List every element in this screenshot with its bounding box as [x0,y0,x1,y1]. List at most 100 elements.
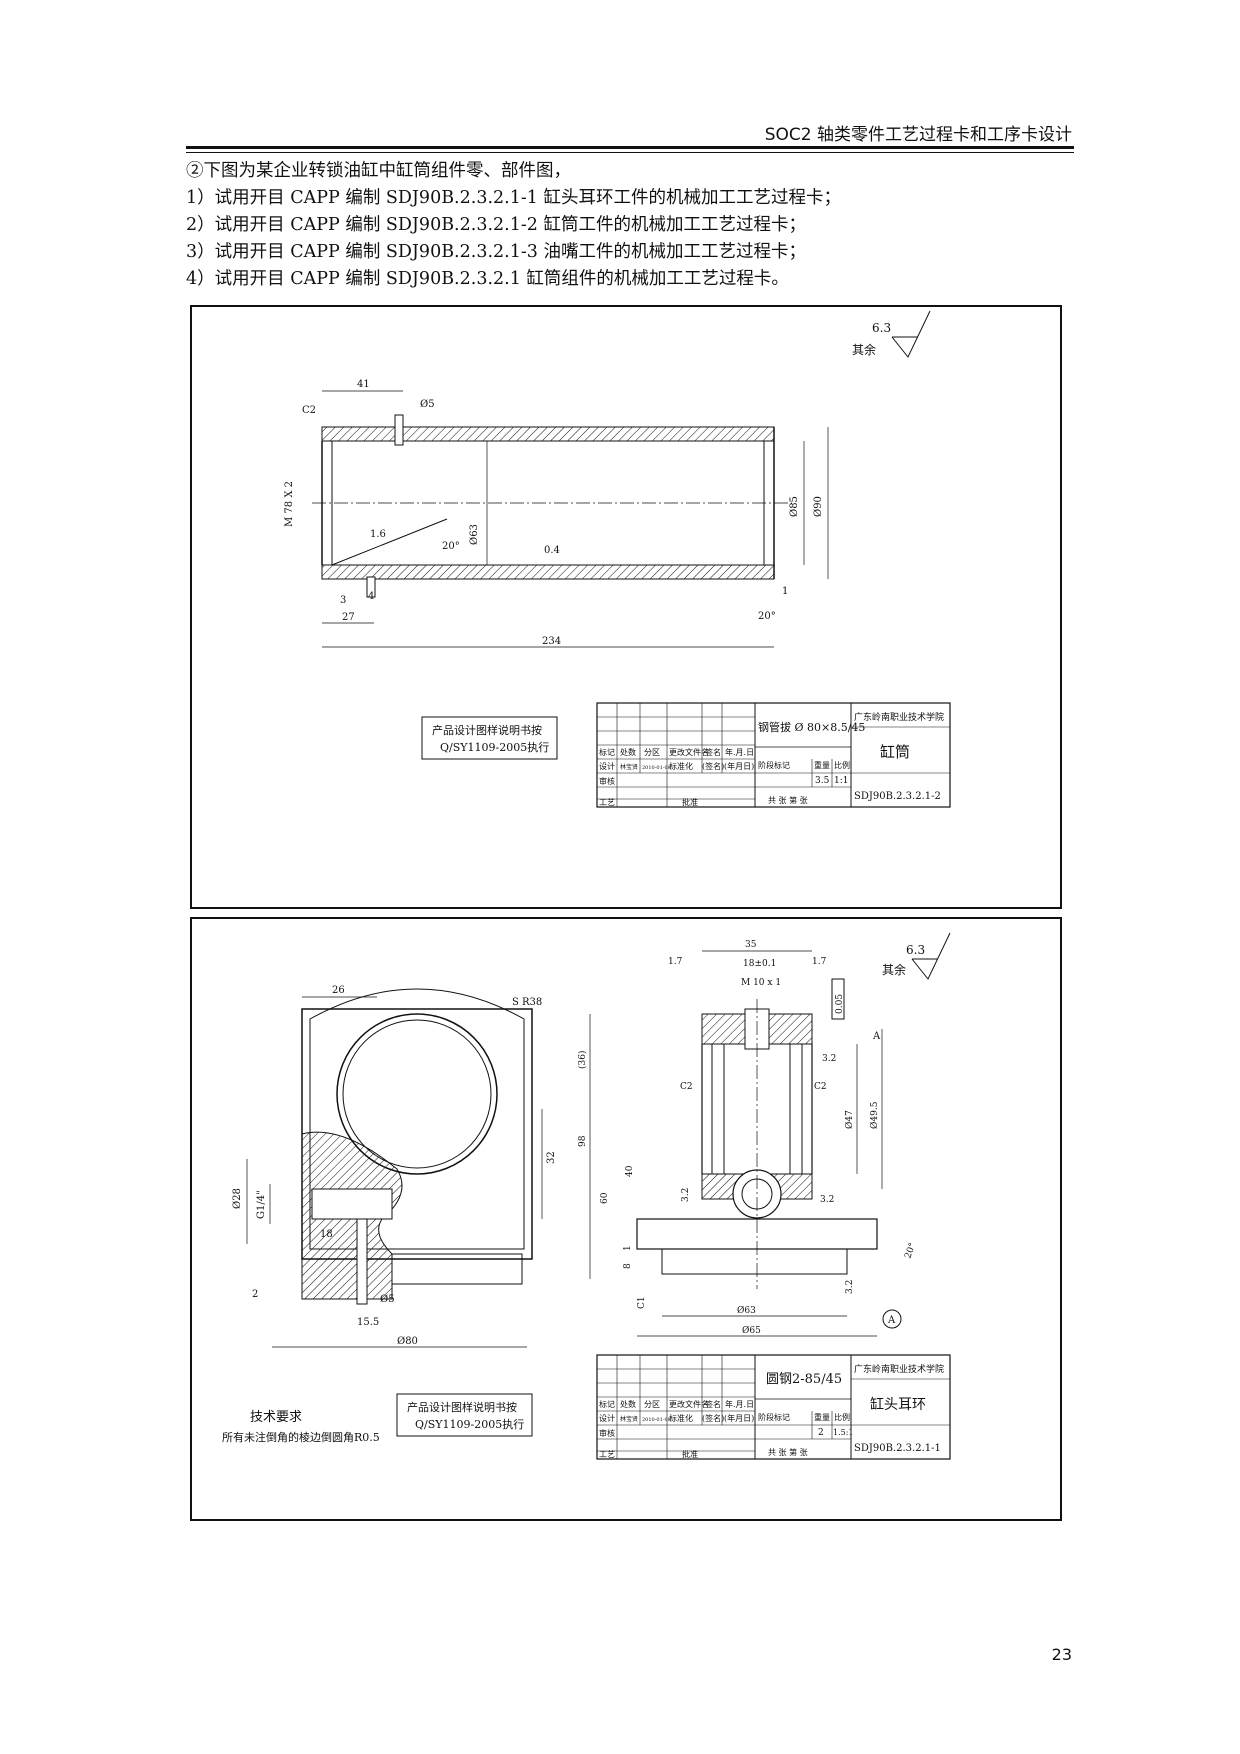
svg-text:20°: 20° [442,541,460,552]
svg-text:M 10 x 1: M 10 x 1 [741,978,781,988]
svg-text:Ø63: Ø63 [469,524,480,545]
svg-text:20°: 20° [903,1242,918,1260]
page-header: SOC2 轴类零件工艺过程卡和工序卡设计 [190,118,1072,146]
svg-text:标记: 标记 [599,1399,615,1409]
svg-text:设计: 设计 [599,761,615,771]
svg-text:重量: 重量 [814,760,830,770]
svg-text:32: 32 [546,1151,557,1164]
svg-text:6.3: 6.3 [906,943,925,957]
svg-text:C2: C2 [814,1082,827,1092]
svg-text:SDJ90B.2.3.2.1-2: SDJ90B.2.3.2.1-2 [854,791,941,802]
svg-text:标准化: 标准化 [669,761,693,771]
svg-text:2010-01-08: 2010-01-08 [642,765,671,771]
svg-text:林宝贤: 林宝贤 [620,763,638,771]
svg-text:广东岭南职业技术学院: 广东岭南职业技术学院 [854,711,944,723]
header-rule-thin [186,152,1074,153]
svg-text:20°: 20° [758,611,776,622]
task-item-1: 1）试用开目 CAPP 编制 SDJ90B.2.3.2.1-1 缸头耳环工件的机… [186,188,841,208]
svg-text:审核: 审核 [599,1428,615,1438]
svg-text:Ø85: Ø85 [789,496,800,517]
svg-text:1:1: 1:1 [834,776,848,786]
task-item-3: 3）试用开目 CAPP 编制 SDJ90B.2.3.2.1-3 油嘴工件的机械加… [186,242,806,262]
drawing1-standard-note: 产品设计图样说明书按 Q/SY1109-2005执行 [421,716,558,760]
drawing1-title-block: 标记 处数 分区 更改文件名 签名 年.月.日 设计 林宝贤 2010-01-0… [596,702,951,808]
svg-text:98: 98 [578,1135,588,1147]
svg-text:(年月日): (年月日) [724,761,754,771]
svg-text:3.2: 3.2 [681,1188,691,1202]
svg-text:Ø80: Ø80 [397,1336,418,1347]
drawing2-svg: 6.3 其余 26 S R38 32 Ø28 G1/4" 18 2 Ø5 15.… [222,932,951,1460]
svg-text:标准化: 标准化 [669,1413,693,1423]
svg-text:技术要求: 技术要求 [250,1410,302,1425]
svg-text:G1/4": G1/4" [256,1190,267,1219]
svg-text:A: A [872,1031,881,1042]
svg-text:缸筒: 缸筒 [880,743,910,761]
drawing-cylinder-tube: 6.3 其余 41 C2 Ø5 M 78 X 2 Ø63 1.6 20° 0.4… [190,305,1062,909]
svg-text:3.5: 3.5 [815,776,830,786]
svg-text:重量: 重量 [814,1412,830,1422]
svg-text:1: 1 [782,586,788,597]
svg-text:Ø63: Ø63 [737,1305,756,1316]
svg-text:比例: 比例 [834,1412,850,1422]
roughness-rest-symbol-2: 6.3 其余 [882,932,951,980]
drawing2-standard-note: 产品设计图样说明书按 Q/SY1109-2005执行 [396,1393,533,1437]
header-title: SOC2 轴类零件工艺过程卡和工序卡设计 [764,125,1072,145]
roughness-rest-symbol: 6.3 其余 [852,310,931,358]
svg-text:1.6: 1.6 [370,529,386,540]
svg-text:其余: 其余 [852,342,876,357]
svg-text:分区: 分区 [644,1400,660,1409]
svg-text:产品设计图样说明书按: 产品设计图样说明书按 [432,723,542,737]
svg-text:阶段标记: 阶段标记 [758,1412,790,1422]
svg-text:35: 35 [745,940,757,950]
svg-text:其余: 其余 [882,962,906,977]
svg-text:钢管拔 Ø 80×8.5/45: 钢管拔 Ø 80×8.5/45 [758,720,865,734]
svg-text:60: 60 [600,1192,610,1204]
svg-text:标记: 标记 [599,747,615,757]
svg-text:审核: 审核 [599,776,615,786]
svg-text:2: 2 [818,1428,824,1438]
svg-text:Ø90: Ø90 [813,496,824,517]
svg-text:(签名): (签名) [702,1413,724,1423]
svg-text:工艺: 工艺 [599,1450,615,1459]
svg-text:处数: 处数 [620,1399,636,1409]
svg-text:2010-01-08: 2010-01-08 [642,1417,671,1423]
svg-text:8: 8 [623,1263,633,1269]
svg-text:C2: C2 [680,1082,693,1092]
svg-text:15.5: 15.5 [357,1317,379,1328]
svg-text:Q/SY1109-2005执行: Q/SY1109-2005执行 [440,740,549,754]
drawing2-left-dimensions: 26 S R38 32 Ø28 G1/4" 18 2 Ø5 15.5 Ø80 [232,985,557,1348]
svg-text:Ø5: Ø5 [420,399,435,410]
drawing2-right-dimensions: 35 1.7 1.7 18±0.1 M 10 x 1 0.05 A 3.2 C2… [577,940,918,1337]
svg-text:18: 18 [320,1229,333,1240]
svg-text:Ø5: Ø5 [380,1294,395,1305]
svg-text:设计: 设计 [599,1413,615,1423]
drawing2-title-block: 标记 处数 分区 更改文件名 签名 年.月.日 设计 林宝贤 2010-01-0… [596,1354,951,1460]
svg-text:0.05: 0.05 [835,994,845,1014]
svg-text:3.2: 3.2 [822,1054,836,1064]
task-description: ②下图为某企业转锁油缸中缸筒组件零、部件图， 1）试用开目 CAPP 编制 SD… [186,158,1086,293]
svg-text:41: 41 [357,379,370,390]
svg-text:S R38: S R38 [512,997,542,1008]
svg-text:批准: 批准 [682,1449,698,1459]
svg-text:所有未注倒角的棱边倒圆角R0.5: 所有未注倒角的棱边倒圆角R0.5 [222,1430,380,1444]
svg-text:圆钢2-85/45: 圆钢2-85/45 [766,1372,842,1387]
svg-text:1: 1 [623,1245,633,1251]
svg-text:广东岭南职业技术学院: 广东岭南职业技术学院 [854,1363,944,1375]
svg-text:年.月.日: 年.月.日 [725,747,754,757]
svg-text:Ø65: Ø65 [742,1325,761,1336]
svg-text:3.2: 3.2 [820,1195,834,1205]
task-intro: ②下图为某企业转锁油缸中缸筒组件零、部件图， [186,161,571,181]
svg-text:(36): (36) [577,1051,588,1069]
svg-text:比例: 比例 [834,760,850,770]
lug-front-view [301,988,533,1305]
svg-text:共 张 第 张: 共 张 第 张 [768,795,808,805]
svg-text:签名: 签名 [705,1399,721,1409]
svg-text:更改文件名: 更改文件名 [669,747,709,757]
svg-text:4: 4 [368,591,374,602]
lug-section-view [636,999,878,1289]
svg-text:0.4: 0.4 [544,545,560,556]
svg-text:6.3: 6.3 [872,321,891,335]
svg-text:3.2: 3.2 [845,1280,855,1294]
svg-text:27: 27 [342,612,355,623]
svg-text:更改文件名: 更改文件名 [669,1399,709,1409]
